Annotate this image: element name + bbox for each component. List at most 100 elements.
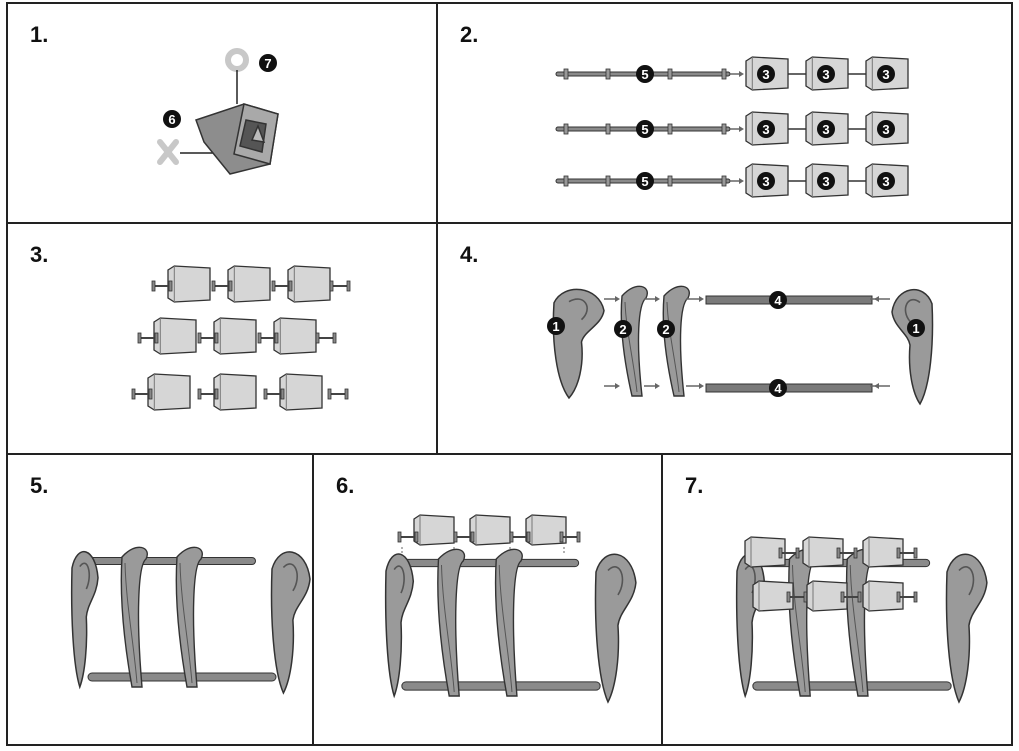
bolt-part (197, 332, 219, 344)
step-2-illustration: 5 3 3 3 5 3 3 3 5 3 3 3 (555, 56, 909, 198)
callout-icon: 5 (636, 172, 654, 190)
callout-icon: 3 (877, 172, 895, 190)
connector-box-part (413, 514, 455, 546)
connector-box-part (153, 317, 197, 355)
rib-part (120, 546, 148, 688)
step-number-6: 6. (336, 473, 355, 498)
connector-box-part (147, 373, 191, 411)
callout-icon: 5 (636, 120, 654, 138)
callout-icon: 2 (614, 320, 632, 338)
connector-block-part (195, 103, 279, 175)
rib-part (788, 548, 817, 697)
side-panel-part (891, 288, 934, 406)
side-panel-part (552, 288, 605, 400)
svg-text:3: 3 (822, 122, 829, 137)
bolt-part (327, 388, 349, 400)
bolt-part (840, 591, 862, 603)
callout-icon: 1 (547, 317, 565, 335)
step-panel-2: 2. 5 3 3 3 5 3 3 3 5 3 3 3 (436, 2, 1013, 224)
connector-box-part (279, 373, 323, 411)
side-panel-part (384, 553, 415, 699)
bolt-part (778, 547, 800, 559)
svg-text:5: 5 (641, 67, 648, 82)
step-6-illustration (384, 514, 637, 704)
connector-box-part (469, 514, 511, 546)
rib-part (620, 285, 648, 397)
bolt-part (786, 591, 808, 603)
connector-box-part (213, 317, 257, 355)
bolt-part (896, 547, 918, 559)
connector-box-part (752, 580, 794, 612)
connector-box-part (862, 536, 904, 568)
connector-box-part (287, 265, 331, 303)
bolt-part (271, 280, 293, 292)
bolt-part (559, 531, 581, 543)
step-panel-7: 7. (661, 453, 1013, 746)
step-7-illustration (735, 536, 988, 704)
step-5-illustration (70, 546, 311, 695)
svg-text:1: 1 (912, 321, 919, 336)
svg-text:3: 3 (762, 174, 769, 189)
side-panel-part (945, 553, 988, 704)
circle-marker-icon (225, 48, 249, 72)
callout-icon: 5 (636, 65, 654, 83)
callout-icon: 3 (757, 172, 775, 190)
connector-box-part (213, 373, 257, 411)
step-number-1: 1. (30, 22, 49, 47)
svg-text:4: 4 (774, 293, 782, 308)
callout-7-icon: 7 (259, 54, 277, 72)
callout-icon: 1 (907, 319, 925, 337)
svg-text:2: 2 (619, 322, 626, 337)
callout-icon: 3 (757, 65, 775, 83)
bolt-part (211, 280, 233, 292)
step-panel-3: 3. (6, 222, 438, 455)
bolt-part (453, 531, 475, 543)
connector-box-part (227, 265, 271, 303)
connector-box-part (273, 317, 317, 355)
svg-text:7: 7 (264, 56, 271, 71)
connector-box-part (862, 580, 904, 612)
step-number-5: 5. (30, 473, 49, 498)
callout-icon: 3 (757, 120, 775, 138)
callout-icon: 4 (769, 291, 787, 309)
callout-icon: 2 (657, 320, 675, 338)
bolt-part (836, 547, 858, 559)
svg-text:3: 3 (882, 67, 889, 82)
bolt-part (151, 280, 173, 292)
rib-part (662, 285, 690, 397)
step-panel-1: 1. 7 6 (6, 2, 438, 224)
x-marker-icon (157, 139, 179, 165)
bolt-part (509, 531, 531, 543)
bolt-part (896, 591, 918, 603)
side-panel-part (735, 553, 766, 699)
side-panel-part (594, 553, 637, 704)
bolt-part (131, 388, 153, 400)
callout-6-icon: 6 (163, 110, 181, 128)
connector-box-part (806, 580, 848, 612)
step-panel-5: 5. (6, 453, 314, 746)
svg-text:3: 3 (882, 174, 889, 189)
step-number-3: 3. (30, 242, 49, 267)
callout-icon: 3 (817, 65, 835, 83)
rib-part (845, 548, 874, 697)
svg-text:3: 3 (762, 67, 769, 82)
svg-text:3: 3 (822, 67, 829, 82)
svg-text:3: 3 (822, 174, 829, 189)
tube-part (705, 295, 873, 305)
tube-part (705, 383, 873, 393)
callout-icon: 3 (817, 120, 835, 138)
connector-box-part (525, 514, 567, 546)
bolt-part (315, 332, 337, 344)
svg-text:5: 5 (641, 174, 648, 189)
svg-text:1: 1 (552, 319, 559, 334)
rib-part (494, 548, 523, 697)
bolt-part (397, 531, 419, 543)
connector-box-part (167, 265, 211, 303)
step-number-7: 7. (685, 473, 704, 498)
callout-icon: 3 (877, 65, 895, 83)
step-number-2: 2. (460, 22, 479, 47)
callout-icon: 3 (877, 120, 895, 138)
svg-text:6: 6 (168, 112, 175, 127)
